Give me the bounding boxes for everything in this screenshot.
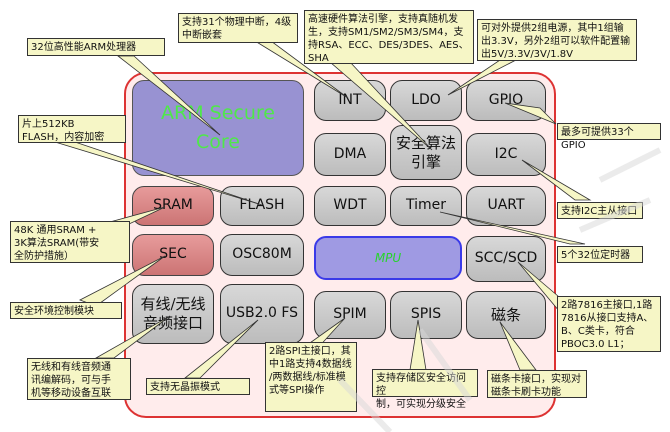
- callout-sec: 安全环境控制模块: [10, 302, 122, 319]
- spim-block: SPIM: [314, 291, 386, 339]
- dma-block: DMA: [314, 133, 386, 176]
- callout-sram: 48K 通用SRAM + 3K算法SRAM(带安 全防护措施）: [10, 221, 130, 263]
- sram-block: SRAM: [132, 186, 214, 226]
- int-block: INT: [314, 80, 386, 121]
- callout-spi: 2路SPI主接口，其 中1路支持4数据线 /两数据线/标准模 式等SPI操作: [265, 342, 357, 412]
- timer-block: Timer: [390, 186, 462, 226]
- flash-block: FLASH: [220, 186, 304, 226]
- spis-block: SPIS: [390, 291, 462, 339]
- osc80m-block: OSC80M: [220, 234, 304, 276]
- callout-timer: 5个32位定时器: [557, 246, 643, 263]
- callout-gpio: 最多可提供33个GPIO: [557, 123, 661, 151]
- i2c-block: I2C: [466, 133, 546, 176]
- callout-flash: 片上512KB FLASH，内容加密: [18, 115, 126, 143]
- callout-audio: 无线和有线音频通 讯编解码，可与手 机等移动设备互联: [27, 358, 131, 400]
- callout-crypto: 高速硬件算法引擎，支持真随机发 生，支持SM1/SM2/SM3/SM4，支 持R…: [304, 10, 474, 64]
- scc-scd-block: SCC/SCD: [466, 236, 546, 282]
- arm-secure-core-block: ARM Secure Core: [132, 80, 304, 176]
- callout-mag: 磁条卡接口，实现对 磁条卡刷卡功能: [487, 370, 587, 398]
- gpio-block: GPIO: [466, 80, 546, 121]
- callout-usb: 支持无晶振模式: [146, 378, 250, 395]
- wdt-block: WDT: [314, 186, 386, 226]
- callout-scc: 2路7816主接口,1路 7816从接口支持A、 B、C类卡，符合 PBOC3.…: [557, 296, 661, 352]
- magstripe-block: 磁条: [466, 291, 546, 339]
- mpu-block: MPU: [314, 236, 462, 280]
- security-algorithm-engine-block: 安全算法 引擎: [390, 125, 462, 180]
- callout-arm-processor: 32位高性能ARM处理器: [27, 38, 165, 56]
- callout-i2c: 支持I2C主从接口: [557, 202, 643, 219]
- callout-int: 支持31个物理中断，4级 中断嵌套: [178, 13, 298, 43]
- uart-block: UART: [466, 186, 546, 226]
- callout-spis: 支持存储区安全访问控 制，可实现分级安全: [372, 369, 478, 410]
- sec-block: SEC: [132, 234, 214, 276]
- ldo-block: LDO: [390, 80, 462, 121]
- audio-interface-block: 有线/无线 音频接口: [132, 284, 214, 344]
- callout-ldo: 可对外提供2组电源，其中1组输 出3.3V，另外2组可以软件配置输 出5V/3.…: [477, 19, 637, 61]
- usb2-fs-block: USB2.0 FS: [220, 284, 304, 344]
